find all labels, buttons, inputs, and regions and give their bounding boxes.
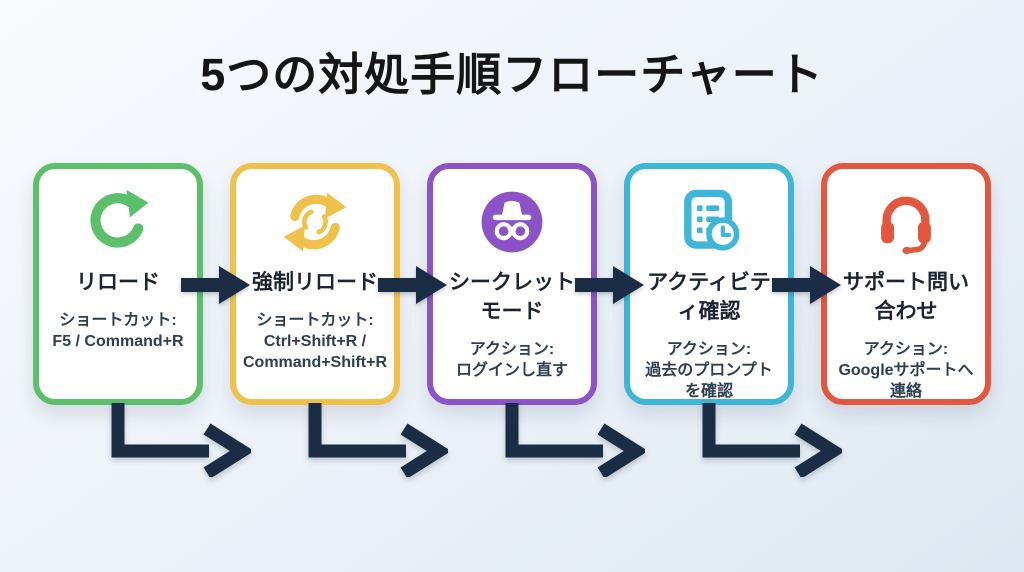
step-title: シークレット モード xyxy=(449,271,575,323)
elbow-arrow-icon xyxy=(505,403,649,479)
elbow-arrow-icon xyxy=(702,403,846,479)
support-icon xyxy=(871,184,941,260)
step-card-support: サポート問い 合わせ アクション: Googleサポートへ 連絡 xyxy=(821,163,991,405)
step-subtitle: ショートカット: Ctrl+Shift+R / Command+Shift+R xyxy=(242,311,387,372)
step-subtitle: アクション: 過去のプロンプト を確認 xyxy=(645,340,773,401)
elbow-arrow-icon xyxy=(111,403,255,479)
activity-icon xyxy=(674,184,744,260)
step-card-incognito: シークレット モード アクション: ログインし直す xyxy=(427,163,597,405)
step-subtitle: ショートカット: F5 / Command+R xyxy=(52,311,184,351)
step-subtitle: アクション: Googleサポートへ 連絡 xyxy=(838,340,974,401)
flow-arrow-icon xyxy=(181,265,251,305)
flow-arrow-icon xyxy=(575,265,645,305)
step-title: リロード xyxy=(76,271,160,294)
step-card-activity: アクティビテ ィ確認 アクション: 過去のプロンプト を確認 xyxy=(624,163,794,405)
page-title: 5つの対処手順フローチャート xyxy=(200,49,824,100)
step-card-reload: リロード ショートカット: F5 / Command+R xyxy=(33,163,203,405)
flow-arrow-icon xyxy=(772,265,842,305)
step-card-force-reload: 強制リロード ショートカット: Ctrl+Shift+R / Command+S… xyxy=(230,163,400,405)
reload-icon xyxy=(83,184,153,260)
incognito-icon xyxy=(477,184,547,260)
step-title: 強制リロード xyxy=(252,271,378,294)
step-title: アクティビテ ィ確認 xyxy=(647,271,771,323)
step-subtitle: アクション: ログインし直す xyxy=(455,340,568,380)
force-reload-icon xyxy=(280,184,350,260)
flow-arrow-icon xyxy=(378,265,448,305)
step-title: サポート問い 合わせ xyxy=(843,271,969,323)
elbow-arrow-icon xyxy=(308,403,452,479)
